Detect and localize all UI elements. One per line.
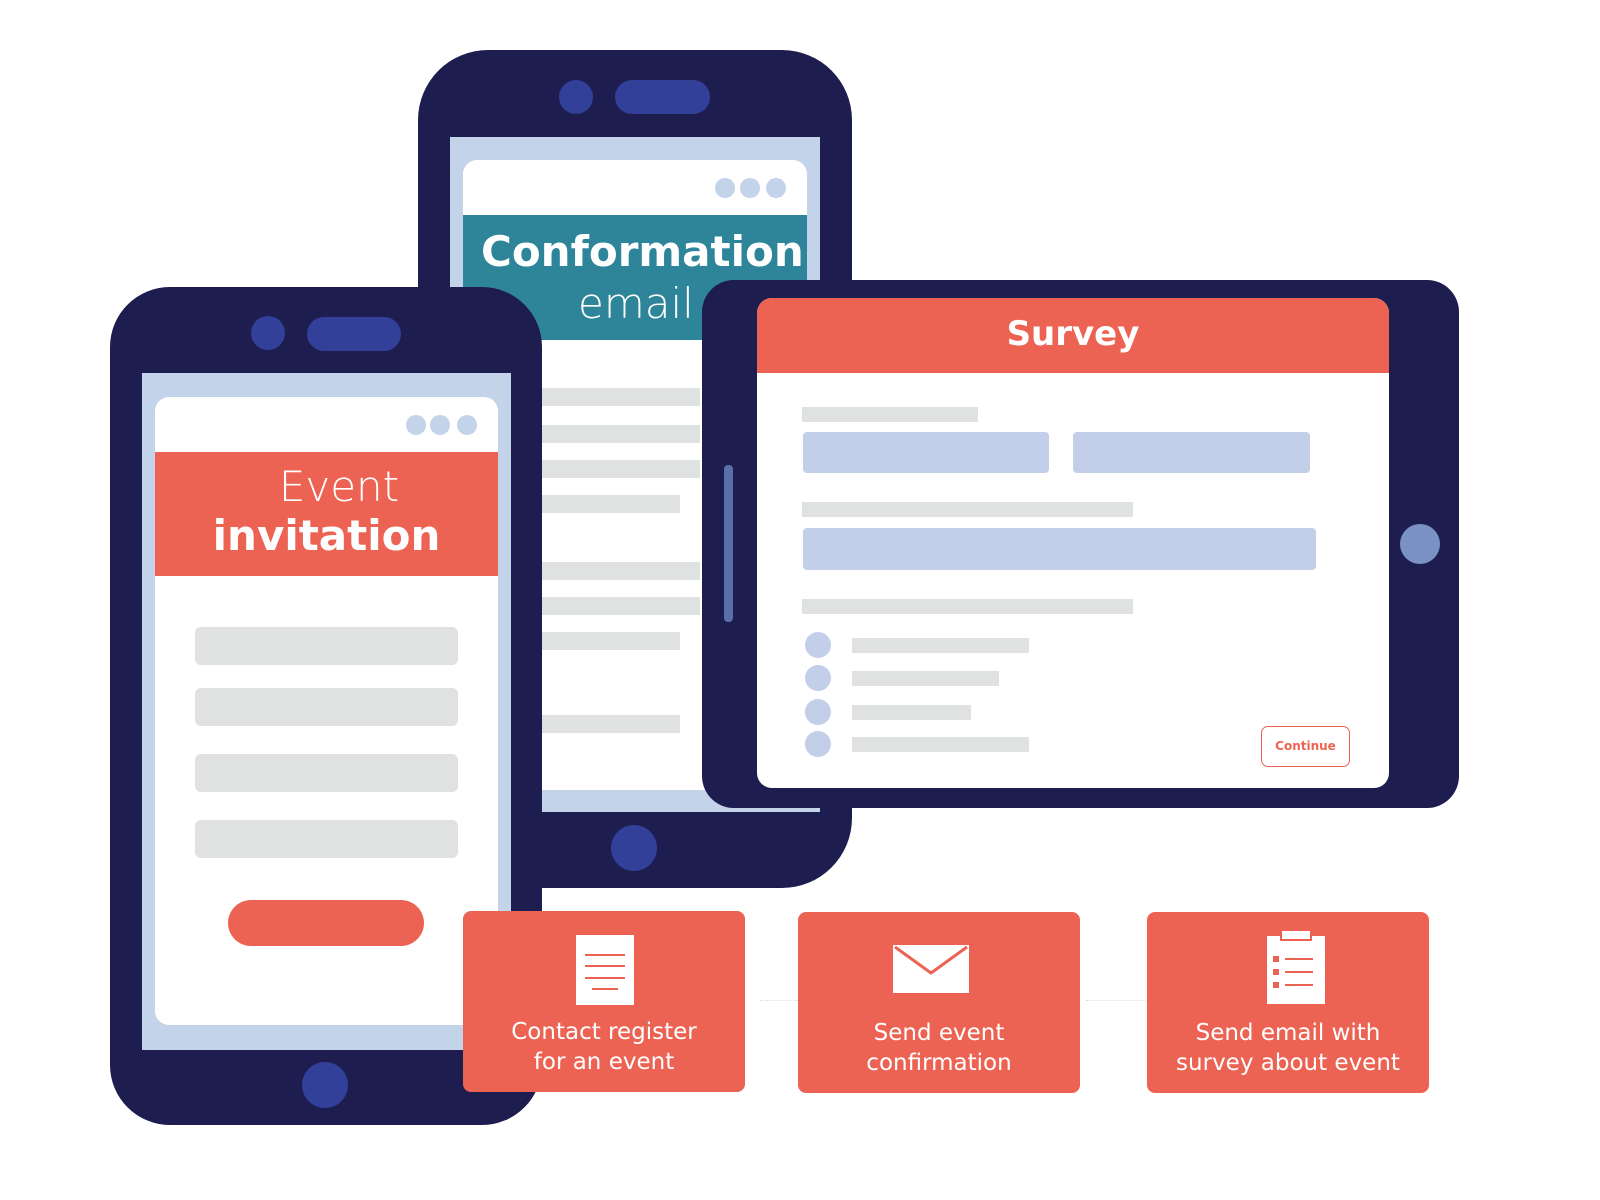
step-card-register: Contact register for an event xyxy=(463,911,745,1092)
continue-button[interactable]: Continue xyxy=(1261,726,1350,767)
step-label: Send event confirmation xyxy=(866,1020,1012,1076)
connector-dots xyxy=(760,1000,798,1001)
side-bar xyxy=(724,465,733,622)
dot-icon xyxy=(766,178,786,198)
title-light: Event xyxy=(278,462,400,511)
form-field[interactable] xyxy=(195,688,458,726)
dot-icon xyxy=(457,415,477,435)
submit-button[interactable] xyxy=(228,900,424,946)
home-button xyxy=(302,1062,348,1108)
radio-button[interactable] xyxy=(805,632,831,658)
dot-icon xyxy=(406,415,426,435)
radio-button[interactable] xyxy=(805,699,831,725)
dot-icon xyxy=(430,415,450,435)
title-bold: invitation xyxy=(212,511,441,560)
home-button xyxy=(611,825,657,871)
title-light: email xyxy=(578,279,694,328)
phone-screen: Event invitation xyxy=(142,373,511,1050)
envelope-icon xyxy=(893,945,969,993)
radio-button[interactable] xyxy=(805,731,831,757)
input-field[interactable] xyxy=(803,432,1049,473)
clipboard-checklist-icon xyxy=(1267,930,1325,1004)
speaker-icon xyxy=(307,317,401,351)
document-icon xyxy=(576,935,634,1005)
survey-tablet: Survey Continue xyxy=(702,280,1459,808)
step-card-confirmation: Send event confirmation xyxy=(798,912,1080,1093)
step-label: Send email with survey about event xyxy=(1176,1020,1400,1076)
step-card-survey: Send email with survey about event xyxy=(1147,912,1429,1093)
connector-dots xyxy=(1086,1000,1146,1001)
camera-icon xyxy=(251,316,285,350)
form-field[interactable] xyxy=(195,820,458,858)
home-button xyxy=(1400,524,1440,564)
invitation-phone: Event invitation xyxy=(110,287,542,1125)
speaker-icon xyxy=(615,80,710,114)
form-field[interactable] xyxy=(195,754,458,792)
survey-header: Survey xyxy=(757,298,1389,373)
step-label: Contact register for an event xyxy=(511,1019,697,1075)
invitation-header: Event invitation xyxy=(155,452,498,576)
title-bold: Conformation xyxy=(481,227,804,276)
dot-icon xyxy=(740,178,760,198)
dot-icon xyxy=(715,178,735,198)
radio-button[interactable] xyxy=(805,665,831,691)
input-field[interactable] xyxy=(803,528,1316,570)
form-field[interactable] xyxy=(195,627,458,665)
tablet-screen: Survey Continue xyxy=(757,298,1389,788)
camera-icon xyxy=(559,80,593,114)
input-field[interactable] xyxy=(1073,432,1310,473)
survey-title: Survey xyxy=(1006,314,1140,354)
